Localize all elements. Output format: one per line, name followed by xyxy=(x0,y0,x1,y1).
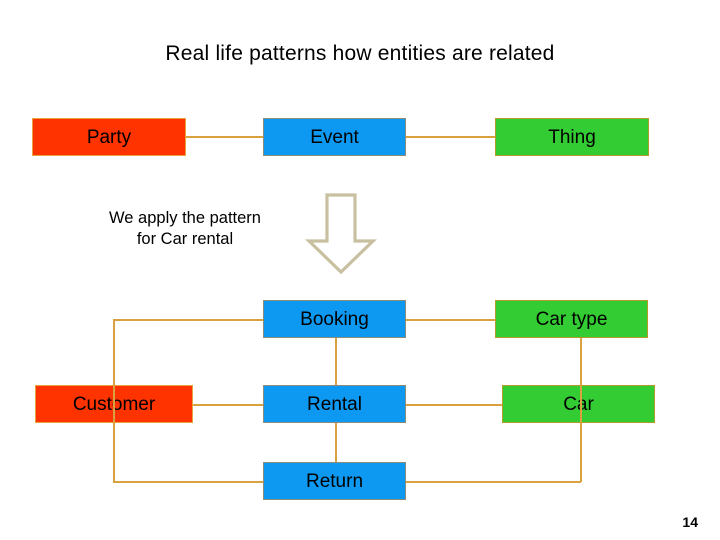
entity-box-booking[interactable]: Booking xyxy=(263,300,406,338)
entity-label: Booking xyxy=(300,308,369,330)
connector-left-rail-to-booking xyxy=(113,319,264,321)
entity-label: Rental xyxy=(307,393,362,415)
connector-right-rail-to-return xyxy=(406,481,581,483)
connector-booking-rental xyxy=(335,338,337,385)
entity-box-thing[interactable]: Thing xyxy=(495,118,649,156)
entity-label: Event xyxy=(310,126,359,148)
entity-box-event[interactable]: Event xyxy=(263,118,406,156)
entity-label: Party xyxy=(86,126,132,148)
connector-booking-cartype xyxy=(406,319,496,321)
connector-event-thing xyxy=(406,136,496,138)
entity-box-car-type[interactable]: Car type xyxy=(495,300,648,338)
down-arrow-icon xyxy=(305,193,377,275)
connector-rental-car xyxy=(406,404,503,406)
entity-label: Thing xyxy=(548,126,596,148)
connector-customer-rental xyxy=(193,404,264,406)
caption-line-1: We apply the pattern xyxy=(109,209,261,227)
connector-left-rail-to-return xyxy=(113,481,264,483)
entity-box-rental[interactable]: Rental xyxy=(263,385,406,423)
entity-box-return[interactable]: Return xyxy=(263,462,406,500)
connector-left-rail-through-customer xyxy=(113,385,115,423)
caption-apply-pattern: We apply the pattern for Car rental xyxy=(80,208,290,250)
entity-label: Car xyxy=(563,393,594,415)
connector-right-rail-through-car xyxy=(580,385,582,423)
connector-rental-return xyxy=(335,423,337,462)
page-title: Real life patterns how entities are rela… xyxy=(165,42,555,65)
entity-label: Return xyxy=(305,470,364,492)
entity-label: Car type xyxy=(535,308,608,330)
page-number: 14 xyxy=(682,514,698,530)
caption-line-2: for Car rental xyxy=(136,230,234,249)
entity-box-car[interactable]: Car xyxy=(502,385,655,423)
entity-box-party[interactable]: Party xyxy=(32,118,186,156)
connector-party-event xyxy=(186,136,264,138)
